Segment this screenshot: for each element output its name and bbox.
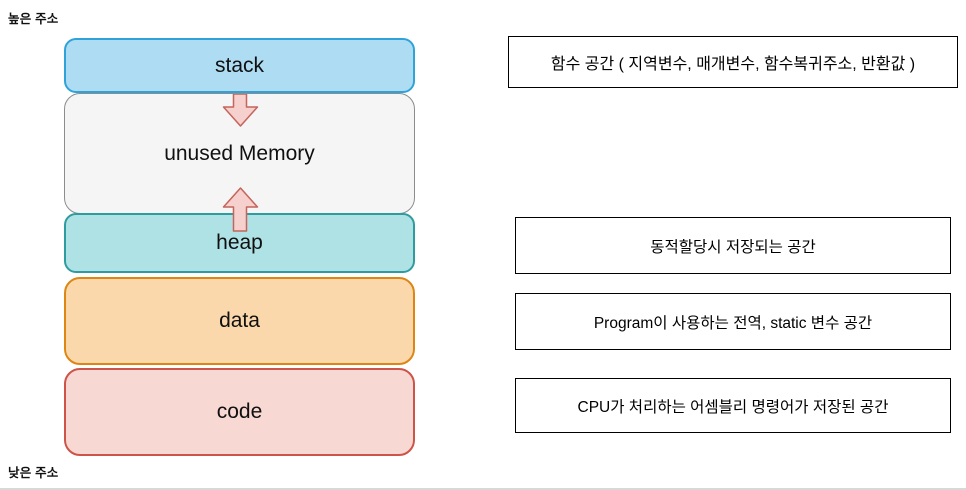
memory-block-heap: heap	[64, 213, 415, 273]
memory-block-data: data	[64, 277, 415, 365]
data-annotation-box: Program이 사용하는 전역, static 변수 공간	[515, 293, 951, 350]
heap-growth-up-arrow-icon	[222, 187, 259, 232]
memory-block-stack-label: stack	[214, 53, 264, 77]
stack-annotation-text: 함수 공간 ( 지역변수, 매개변수, 함수복귀주소, 반환값 )	[550, 56, 916, 73]
code-annotation-text: CPU가 처리하는 어셈블리 명령어가 저장된 공간	[577, 398, 889, 416]
memory-block-stack: stack	[64, 38, 415, 93]
stack-growth-down-arrow-icon	[222, 94, 259, 127]
heap-annotation-box: 동적할당시 저장되는 공간	[515, 217, 951, 274]
canvas-bottom-edge	[0, 488, 966, 490]
heap-annotation-text: 동적할당시 저장되는 공간	[650, 238, 816, 256]
memory-block-code: code	[64, 368, 415, 456]
high-address-label: 높은 주소	[8, 12, 59, 26]
memory-block-heap-label: heap	[216, 231, 263, 254]
memory-block-unused-memory-label: unused Memory	[164, 141, 315, 165]
code-annotation-box: CPU가 처리하는 어셈블리 명령어가 저장된 공간	[515, 378, 951, 433]
low-address-label: 낮은 주소	[8, 466, 59, 480]
memory-block-code-label: code	[216, 400, 263, 423]
memory-block-data-label: data	[219, 309, 260, 332]
data-annotation-text: Program이 사용하는 전역, static 변수 공간	[593, 314, 873, 332]
stack-annotation-box: 함수 공간 ( 지역변수, 매개변수, 함수복귀주소, 반환값 )	[508, 36, 958, 88]
